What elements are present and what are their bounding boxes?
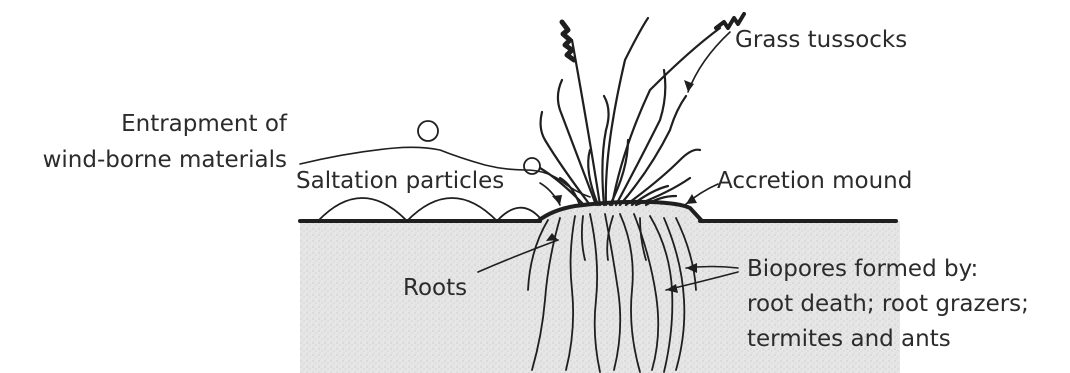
label-entrapment-line2: wind-borne materials [43, 147, 287, 173]
label-biopores-line1: Biopores formed by: [747, 256, 978, 282]
label-saltation-particles: Saltation particles [296, 168, 504, 194]
saltation-arcs [318, 198, 540, 221]
wind-borne-particle [524, 158, 540, 174]
label-biopores-line2: root death; root grazers; [747, 291, 1029, 317]
arrow-saltation-particles [552, 195, 562, 205]
seed-head-left [562, 22, 574, 60]
label-roots: Roots [403, 275, 467, 301]
leader-saltation-particles [540, 183, 560, 205]
arrow-accretion-mound [686, 194, 697, 204]
seed-head-right [716, 14, 744, 28]
wind-borne-particle [418, 121, 438, 141]
label-entrapment-line1: Entrapment of [121, 111, 288, 137]
leader-grass-tussocks [688, 32, 730, 92]
label-biopores-line3: termites and ants [747, 326, 951, 352]
label-grass-tussocks: Grass tussocks [735, 27, 907, 53]
label-accretion-mound: Accretion mound [717, 168, 912, 194]
